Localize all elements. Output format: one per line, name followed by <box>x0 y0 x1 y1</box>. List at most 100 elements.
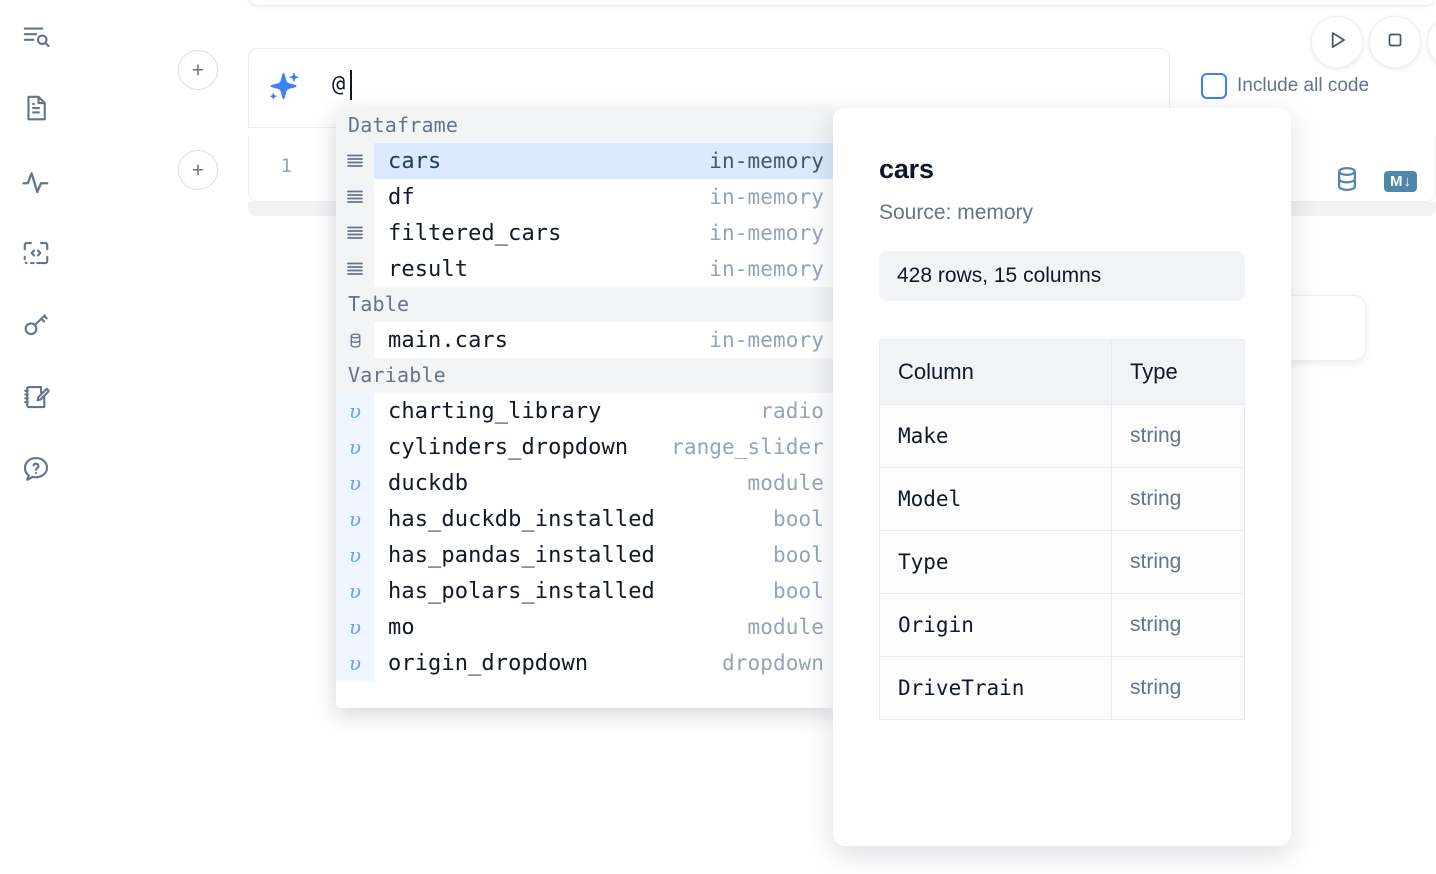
stop-cell-button[interactable] <box>1369 16 1421 68</box>
autocomplete-item-body: origin_dropdown dropdown <box>374 645 834 681</box>
sidebar-item-scratchpad[interactable] <box>14 375 58 419</box>
sidebar-item-files[interactable] <box>14 86 58 130</box>
help-chat-icon <box>21 454 51 484</box>
table-header-row: Column Type <box>879 339 1245 405</box>
variable-icon: υ <box>336 393 374 429</box>
autocomplete-item-has-polars-installed[interactable]: υ has_polars_installed bool <box>336 573 834 609</box>
variable-icon: υ <box>336 429 374 465</box>
table-row: Origin string <box>879 593 1245 657</box>
add-cell-below-button[interactable]: + <box>178 150 218 190</box>
autocomplete-item-has-duckdb-installed[interactable]: υ has_duckdb_installed bool <box>336 501 834 537</box>
autocomplete-item-label: filtered_cars <box>388 220 562 246</box>
autocomplete-item-label: has_pandas_installed <box>388 542 655 568</box>
header-type: Type <box>1111 339 1245 405</box>
activity-pulse-icon <box>21 167 51 197</box>
include-all-code-row[interactable]: Include all code <box>1201 73 1369 99</box>
icon-rail <box>0 0 72 874</box>
autocomplete-item-df[interactable]: df in-memory <box>336 179 834 215</box>
sidebar-item-outline-search[interactable] <box>14 14 58 58</box>
autocomplete-section-header: Variable <box>336 358 834 393</box>
autocomplete-item-body: mo module <box>374 609 834 645</box>
play-icon <box>1324 27 1350 58</box>
autocomplete-item-type: bool <box>773 543 824 567</box>
cell-type: string <box>1111 467 1245 531</box>
autocomplete-item-body: charting_library radio <box>374 393 834 429</box>
autocomplete-item-charting-library[interactable]: υ charting_library radio <box>336 393 834 429</box>
table-row: Type string <box>879 530 1245 594</box>
sidebar-item-help[interactable] <box>14 447 58 491</box>
autocomplete-item-cars[interactable]: cars in-memory <box>336 143 834 179</box>
dataframe-rows-icon <box>336 215 374 251</box>
code-brackets-icon <box>21 238 51 268</box>
autocomplete-item-origin-dropdown[interactable]: υ origin_dropdown dropdown <box>336 645 834 681</box>
autocomplete-item-cylinders-dropdown[interactable]: υ cylinders_dropdown range_slider <box>336 429 834 465</box>
autocomplete-item-body: result in-memory <box>374 251 834 287</box>
autocomplete-item-label: has_polars_installed <box>388 578 655 604</box>
autocomplete-item-label: origin_dropdown <box>388 650 589 676</box>
autocomplete-item-type: in-memory <box>709 221 824 245</box>
autocomplete-item-label: mo <box>388 614 415 640</box>
autocomplete-item-duckdb[interactable]: υ duckdb module <box>336 465 834 501</box>
run-cell-button[interactable] <box>1311 16 1363 68</box>
ai-sparkle-icon <box>266 70 302 106</box>
markdown-arrow: ↓ <box>1403 173 1412 190</box>
mention-autocomplete-dropdown[interactable]: Dataframe cars in-memory df in-memory <box>336 108 834 708</box>
cell-column: Model <box>879 467 1112 531</box>
dataframe-doc-panel: cars Source: memory 428 rows, 15 columns… <box>833 108 1291 846</box>
autocomplete-item-has-pandas-installed[interactable]: υ has_pandas_installed bool <box>336 537 834 573</box>
doc-shape-badge: 428 rows, 15 columns <box>879 251 1245 301</box>
cell-column: Origin <box>879 593 1112 657</box>
autocomplete-item-result[interactable]: result in-memory <box>336 251 834 287</box>
autocomplete-item-mo[interactable]: υ mo module <box>336 609 834 645</box>
autocomplete-item-type: bool <box>773 579 824 603</box>
autocomplete-item-filtered-cars[interactable]: filtered_cars in-memory <box>336 215 834 251</box>
dataframe-rows-icon <box>336 179 374 215</box>
doc-schema-table: Column Type Make string Model string Typ… <box>879 339 1245 720</box>
variable-icon: υ <box>336 537 374 573</box>
cell-type: string <box>1111 656 1245 720</box>
autocomplete-item-type: module <box>747 615 824 639</box>
ai-prompt-value[interactable]: @ <box>332 72 346 97</box>
include-all-code-checkbox[interactable] <box>1201 73 1227 99</box>
autocomplete-item-body: has_duckdb_installed bool <box>374 501 834 537</box>
autocomplete-section-header: Table <box>336 287 834 322</box>
sidebar-item-variables[interactable] <box>14 160 58 204</box>
previous-cell <box>248 0 1436 6</box>
markdown-icon[interactable]: M↓ <box>1384 171 1417 192</box>
table-row: Make string <box>879 404 1245 468</box>
autocomplete-item-type: in-memory <box>709 328 824 352</box>
autocomplete-item-main-cars[interactable]: main.cars in-memory <box>336 322 834 358</box>
add-cell-above-button[interactable]: + <box>178 50 218 90</box>
autocomplete-item-type: radio <box>760 399 824 423</box>
dataframe-rows-icon <box>336 251 374 287</box>
dataframe-rows-icon <box>336 143 374 179</box>
cell-column: Make <box>879 404 1112 468</box>
key-icon <box>21 310 51 340</box>
autocomplete-item-label: df <box>388 184 415 210</box>
doc-source: Source: memory <box>879 201 1034 224</box>
autocomplete-item-type: range_slider <box>671 435 824 459</box>
sidebar-item-secrets[interactable] <box>14 303 58 347</box>
autocomplete-item-body: main.cars in-memory <box>374 322 834 358</box>
variable-icon: υ <box>336 465 374 501</box>
file-document-icon <box>21 93 51 123</box>
header-column: Column <box>879 339 1112 405</box>
autocomplete-item-body: cars in-memory <box>374 143 834 179</box>
variable-icon: υ <box>336 501 374 537</box>
autocomplete-item-body: cylinders_dropdown range_slider <box>374 429 834 465</box>
doc-title: cars <box>879 154 934 184</box>
autocomplete-item-label: main.cars <box>388 327 509 353</box>
cell-type: string <box>1111 404 1245 468</box>
cell-type: string <box>1111 530 1245 594</box>
more-options-button[interactable] <box>1427 16 1436 68</box>
cell-type-icons: M↓ <box>1332 164 1417 199</box>
table-row: DriveTrain string <box>879 656 1245 720</box>
autocomplete-item-type: in-memory <box>709 257 824 281</box>
autocomplete-item-type: module <box>747 471 824 495</box>
autocomplete-item-type: bool <box>773 507 824 531</box>
cell-column: DriveTrain <box>879 656 1112 720</box>
autocomplete-item-label: charting_library <box>388 398 602 424</box>
sidebar-item-snippets[interactable] <box>14 231 58 275</box>
database-icon[interactable] <box>1332 164 1362 199</box>
autocomplete-item-body: df in-memory <box>374 179 834 215</box>
